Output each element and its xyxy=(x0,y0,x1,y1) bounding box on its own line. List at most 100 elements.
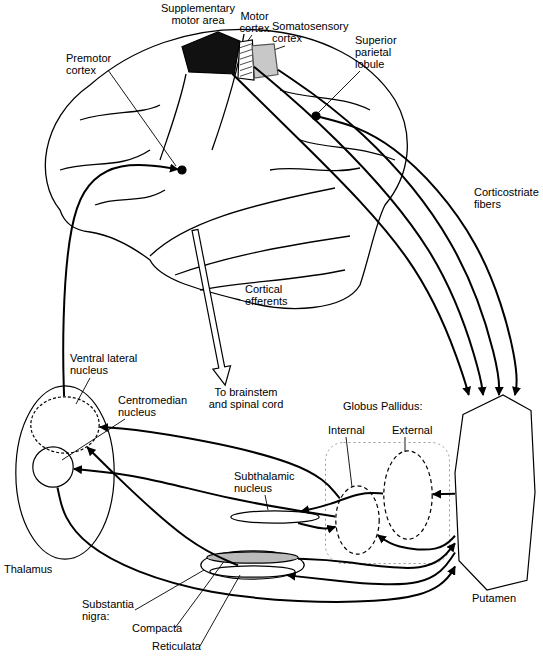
fiber-connector xyxy=(288,553,455,585)
fiber-connector xyxy=(232,74,468,395)
outline-ellipse xyxy=(31,397,99,453)
region-label: Putamen xyxy=(472,592,532,604)
fiber-connector xyxy=(278,70,499,395)
leader-line xyxy=(200,575,240,646)
outline-ellipse xyxy=(312,112,320,120)
node-shape xyxy=(32,446,74,488)
nucleus-outline: Ventral lateral nucleus xyxy=(30,396,100,454)
region-label: External xyxy=(392,424,442,436)
region-label: Substantia nigra: xyxy=(82,598,144,622)
hatch-line xyxy=(240,67,252,71)
region-label: Supplementary motor area xyxy=(150,2,246,26)
outline-ellipse xyxy=(33,447,73,487)
hatch-line xyxy=(240,72,252,76)
region-label: Centromedian nucleus xyxy=(118,394,190,418)
node-shape xyxy=(209,565,296,578)
cortex-area: Supplementary motor area xyxy=(182,32,240,74)
hatch-line xyxy=(240,44,252,48)
region-label: Thalamus xyxy=(4,563,64,575)
hollow-arrow xyxy=(186,228,234,387)
outline-ellipse xyxy=(210,566,295,577)
node-shape xyxy=(455,395,535,590)
nucleus-outline: Centromedian nucleus xyxy=(32,446,74,488)
node-shape xyxy=(335,485,380,555)
node-shape xyxy=(182,32,240,74)
outline-ellipse xyxy=(384,451,432,539)
efferent-arrow xyxy=(186,228,234,387)
outline-rect xyxy=(326,443,450,564)
outline-ellipse xyxy=(207,552,298,563)
region-label: Internal xyxy=(328,424,378,436)
pathway-label: Cortical efferents xyxy=(245,283,315,307)
leader-line xyxy=(346,437,352,487)
node-shape xyxy=(312,112,320,120)
leader-line xyxy=(175,560,225,628)
region-label: Subthalamic nucleus xyxy=(234,470,306,494)
nucleus-outline: Internal xyxy=(335,485,380,555)
nucleus-outline: Reticulata xyxy=(209,565,296,578)
outline-polygon xyxy=(182,32,240,74)
nigra-outline: Substantia nigra:CompactaReticulata xyxy=(200,550,305,580)
region-label: Somatosensory cortex xyxy=(272,20,352,44)
leader-line xyxy=(405,437,406,452)
leader-line xyxy=(62,419,125,460)
leader-lines xyxy=(62,35,405,646)
sulcus-line xyxy=(60,150,150,170)
node-shape xyxy=(383,450,433,540)
brain-contour xyxy=(45,29,407,308)
outline-ellipse xyxy=(178,166,186,174)
fiber-connector xyxy=(63,165,178,396)
hatch-line xyxy=(240,61,252,65)
temporal-sulcus xyxy=(175,236,350,275)
sulcus-line xyxy=(280,90,370,110)
hatch-line xyxy=(240,55,252,59)
cortex-area: Somatosensory cortex xyxy=(252,44,278,78)
sulcus-line xyxy=(160,74,186,160)
sulcus-line xyxy=(80,105,160,120)
cortex-point: Premotor cortex xyxy=(178,166,186,174)
region-label: Compacta xyxy=(132,622,192,634)
fiber-connector xyxy=(433,493,455,496)
fiber-label: Corticostriate fibers xyxy=(474,186,542,210)
outline-polygon xyxy=(455,395,535,590)
region-label: Superior parietal lobule xyxy=(355,34,415,70)
lateral-fissure xyxy=(150,188,335,256)
nucleus-outline: External xyxy=(383,450,433,540)
pathway-label: To brainstem and spinal cord xyxy=(205,386,287,410)
outline-ellipse xyxy=(336,486,379,554)
outline-ellipse xyxy=(231,511,319,523)
node-shape xyxy=(206,551,299,564)
fiber-connector xyxy=(254,67,483,395)
fiber-connector xyxy=(378,535,455,549)
node-shape xyxy=(30,396,100,454)
node-shape xyxy=(252,44,278,78)
region-label: Globus Pallidus: xyxy=(343,400,443,412)
node-shape xyxy=(15,385,115,560)
region-label: Premotor cortex xyxy=(66,52,128,76)
outline-ellipse xyxy=(16,386,114,559)
fiber-connector xyxy=(298,543,455,568)
fiber-connector xyxy=(320,117,517,395)
fiber-connector xyxy=(57,488,455,602)
sulcus-line xyxy=(95,190,165,205)
nucleus-outline: Subthalamic nucleus xyxy=(230,510,320,524)
region-label: Reticulata xyxy=(152,640,214,652)
node-shape xyxy=(230,510,320,524)
thalamus-outline: ThalamusVentral lateral nucleusCentromed… xyxy=(15,385,115,560)
outline-ellipse xyxy=(201,551,304,579)
node-shape xyxy=(178,166,186,174)
region-label: Motor cortex xyxy=(232,10,277,34)
pallidus-group: Globus Pallidus:InternalExternal xyxy=(325,442,450,564)
sulcus-line xyxy=(300,140,395,160)
leader-line xyxy=(108,70,176,166)
brain-outline xyxy=(45,29,407,308)
leader-line xyxy=(135,570,204,610)
cortex-point: Superior parietal lobule xyxy=(312,112,320,120)
outline-polygon xyxy=(252,44,278,78)
leader-line xyxy=(319,71,360,112)
leader-line xyxy=(76,378,90,404)
hatch-line xyxy=(240,49,252,53)
putamen-outline: Putamen xyxy=(455,395,535,590)
fiber-connector xyxy=(100,427,340,498)
